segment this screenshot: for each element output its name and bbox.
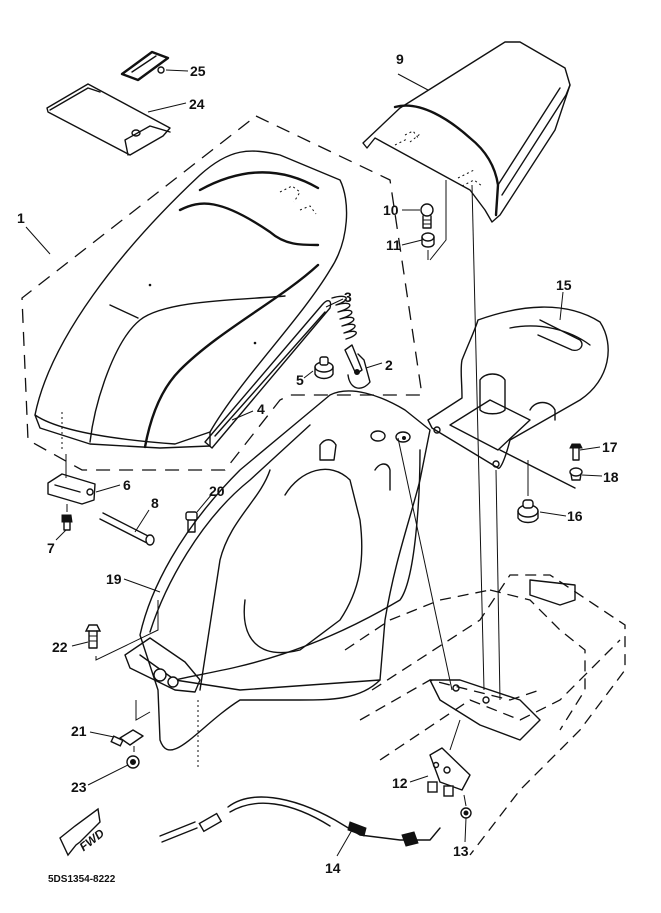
nut-part-13 (460, 794, 472, 819)
callout-12: 12 (392, 775, 408, 791)
seat-part-1 (34, 150, 348, 450)
callout-8: 8 (151, 495, 159, 511)
callout-25: 25 (190, 63, 206, 79)
callout-17: 17 (602, 439, 618, 455)
callout-19: 19 (106, 571, 122, 587)
bolt-part-22 (84, 624, 102, 649)
spring-part-3 (331, 295, 357, 340)
callout-9: 9 (396, 51, 404, 67)
alignment-line (495, 469, 501, 701)
storage-box-part-19 (139, 390, 431, 770)
bolt-part-20 (185, 511, 198, 533)
callout-13: 13 (453, 843, 469, 859)
callout-18: 18 (603, 469, 619, 485)
band-part-25 (120, 50, 170, 82)
rear-frame-phantom (344, 574, 626, 856)
hinge-pin-part-8 (99, 512, 155, 546)
callout-3: 3 (344, 289, 352, 305)
callout-labels: 1 2 3 4 5 6 7 8 9 10 11 12 13 14 15 16 1… (17, 51, 619, 876)
collar-part-18 (569, 467, 583, 481)
hinge-bracket-part-6 (47, 454, 96, 505)
clip-part-21 (110, 729, 144, 752)
alignment-line (397, 437, 453, 691)
callout-5: 5 (296, 372, 304, 388)
callout-6: 6 (123, 477, 131, 493)
callout-1: 1 (17, 210, 25, 226)
seat-assembly-group-frame (21, 115, 423, 471)
rear-seat-cowl-part-9 (362, 41, 571, 223)
callout-23: 23 (71, 779, 87, 795)
callout-11: 11 (386, 237, 401, 253)
storage-box-latch (124, 637, 201, 721)
callout-24: 24 (189, 96, 205, 112)
nut-part-23 (126, 755, 140, 769)
damper-part-5 (314, 356, 334, 380)
alignment-line (471, 184, 485, 691)
grommet-part-11 (421, 232, 435, 248)
lock-holder-part-2 (344, 344, 371, 389)
bolt-22-mount-line (95, 600, 159, 661)
callout-15: 15 (556, 277, 572, 293)
callout-16: 16 (567, 508, 583, 524)
trim-strip-part-4 (204, 300, 332, 449)
callout-21: 21 (71, 723, 87, 739)
callout-10: 10 (383, 202, 399, 218)
bolt-part-7 (61, 504, 73, 531)
bolt-part-17 (569, 443, 583, 461)
tool-tray-cover-part-24 (46, 83, 171, 156)
seat-base-bracket-part-15 (427, 306, 609, 489)
callout-14: 14 (325, 860, 341, 876)
bolt-part-10 (420, 203, 434, 229)
callout-7: 7 (47, 540, 55, 556)
diagram-code: 5DS1354-8222 (48, 874, 116, 885)
callout-2: 2 (385, 357, 393, 373)
callout-4: 4 (257, 401, 265, 417)
callout-22: 22 (52, 639, 68, 655)
seat-lock-cable-part-14 (159, 796, 441, 847)
callout-leaders (25, 69, 603, 857)
forward-direction-marker: FWD (59, 807, 107, 857)
callout-20: 20 (209, 483, 225, 499)
cowl-mount-line (429, 180, 447, 261)
damper-part-16 (517, 460, 539, 524)
seat-lock-part-12 (427, 719, 471, 797)
